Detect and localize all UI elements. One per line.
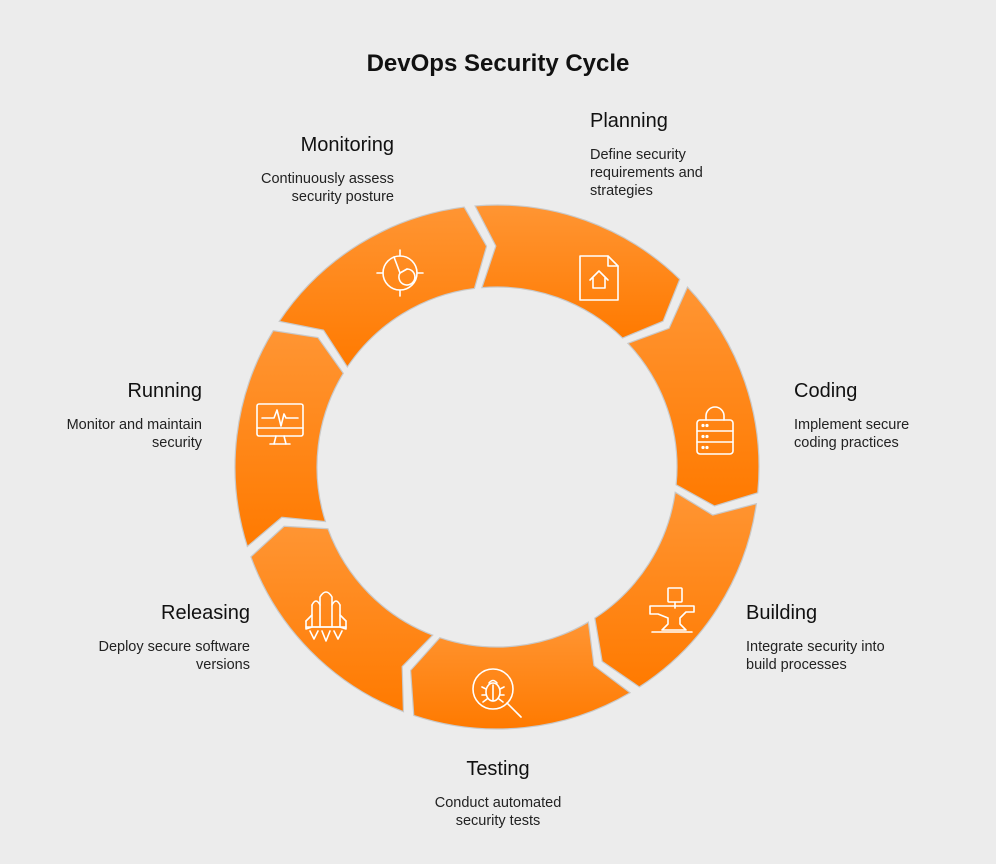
document-home-icon (579, 255, 619, 301)
ring-segment-running (234, 329, 345, 548)
stage-title: Releasing (161, 602, 250, 624)
stage-coding: Coding Implement secure coding practices (794, 380, 996, 452)
stage-description: Deploy secure software versions (98, 639, 250, 673)
ring-segment-testing (409, 621, 632, 730)
stage-title: Testing (466, 758, 530, 780)
stage-title: Planning (590, 110, 668, 132)
stage-description: Continuously assess security posture (261, 171, 394, 205)
stage-title: Monitoring (300, 134, 394, 156)
stage-title: Building (746, 602, 818, 624)
anvil-hammer-icon (649, 587, 695, 633)
monitor-pulse-icon (256, 403, 304, 445)
stage-monitoring: Monitoring Continuously assess security … (174, 134, 394, 206)
stage-building: Building Integrate security into build p… (746, 602, 966, 674)
stage-releasing: Releasing Deploy secure software version… (30, 602, 250, 674)
page-title: DevOps Security Cycle (366, 50, 630, 77)
stage-planning: Planning Define security requirements an… (590, 110, 810, 200)
ring-segment-monitoring (278, 206, 488, 369)
stage-title: Running (127, 380, 202, 402)
stage-description: Monitor and maintain security (66, 417, 202, 451)
stage-running: Running Monitor and maintain security (0, 380, 202, 452)
stage-description: Implement secure coding practices (794, 417, 910, 451)
radar-icon (376, 249, 424, 297)
stage-description: Conduct automated security tests (434, 795, 562, 829)
ring-segment-coding (626, 286, 760, 507)
stage-icons (256, 249, 734, 718)
stage-description: Integrate security into build processes (746, 639, 885, 673)
ring-segment-planning (474, 204, 681, 339)
bug-magnifier-icon (472, 668, 522, 718)
ring-segment-releasing (250, 525, 434, 713)
rocket-icon (305, 591, 347, 642)
ring-segment-building (594, 491, 758, 688)
lock-server-icon (696, 406, 734, 455)
stage-description: Define security requirements and strateg… (590, 147, 703, 199)
stage-title: Coding (794, 380, 858, 402)
stage-testing: Testing Conduct automated security tests (388, 758, 608, 830)
cycle-ring (234, 204, 760, 730)
